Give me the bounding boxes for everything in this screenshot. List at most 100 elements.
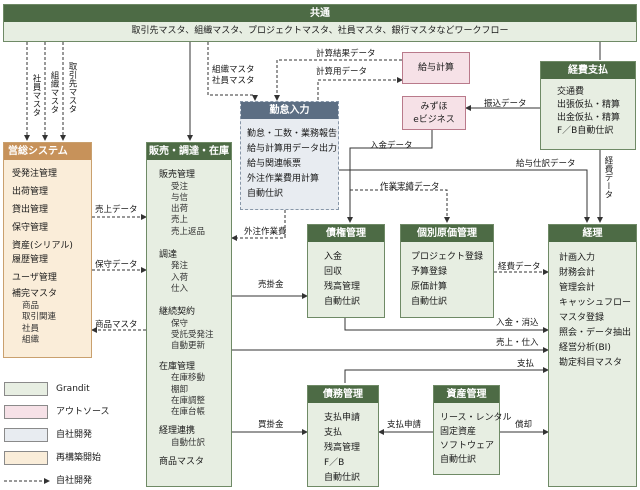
hanbai-group: 在庫管理 xyxy=(159,361,196,372)
genka-title: 個別原価管理 xyxy=(401,225,493,242)
saiken-item: 入金 xyxy=(324,252,343,262)
legend-swatch-grandit xyxy=(4,382,48,396)
hanbai-block: 販売・調達・在庫 販売管理 受注 与信 出荷 売上 売上返品 調達 発注 入荷 … xyxy=(146,142,232,487)
saimu-item: 支払 xyxy=(324,428,343,438)
hanbai-sub: 保守 xyxy=(171,318,189,329)
label-soshiki-shain-1: 組織マスタ xyxy=(212,65,255,75)
hanbai-sub: 受託受発注 xyxy=(171,330,214,341)
legend-dash-arrow-icon xyxy=(4,478,50,484)
soumu-item: 資産(シリアル) xyxy=(12,241,73,251)
hanbai-sub: 在庫移動 xyxy=(171,373,206,384)
saimu-item: F／B xyxy=(324,458,345,468)
genka-item: 原価計算 xyxy=(411,282,448,292)
saimu-block: 債務管理 支払申請 支払 残高管理 F／B 自動仕訳 xyxy=(307,385,379,487)
soumu-item: 履歴管理 xyxy=(12,255,49,265)
genka-item: 自動仕訳 xyxy=(411,297,448,307)
kintai-block: 勤怠入力 勤怠・工数・業務報告 給与計算用データ出力 給与関連帳票 外注作業費用… xyxy=(240,101,339,210)
shisan-item: 固定資産 xyxy=(440,427,477,437)
soumu-subitem: 組織 xyxy=(22,334,40,345)
kyuyo-block: 給与計算 xyxy=(402,52,470,84)
label-nyukin: 入金データ xyxy=(370,141,413,151)
mizuho-block: みずほ eビジネス xyxy=(402,96,466,130)
soumu-subitem: 商品 xyxy=(22,301,40,311)
keihi-item: 出張仮払・精算 xyxy=(557,100,621,110)
saimu-title: 債務管理 xyxy=(308,386,378,403)
keiri-item: キャッシュフロー xyxy=(559,298,632,308)
soumu-item: ユーザ管理 xyxy=(12,273,57,283)
keiri-item: 勘定科目マスタ xyxy=(559,358,623,368)
keihi-item: 出金仮払・精算 xyxy=(557,113,621,123)
saiken-item: 回収 xyxy=(324,267,343,277)
legend-swatch-inhouse xyxy=(4,428,48,442)
keiri-item: 管理会計 xyxy=(559,283,596,293)
kintai-item: 給与計算用データ出力 xyxy=(247,144,338,154)
label-furikomi: 振込データ xyxy=(484,99,527,109)
saimu-item: 支払申請 xyxy=(324,413,361,423)
keiri-item: 経営分析(BI) xyxy=(559,343,611,353)
keihi-item: F／B自動仕訳 xyxy=(557,126,614,136)
common-block: 共通 取引先マスタ、組織マスタ、プロジェクトマスタ、社員マスタ、銀行マスタなどワ… xyxy=(3,4,637,42)
hanbai-sub: 棚卸 xyxy=(171,384,189,395)
shisan-block: 資産管理 リース・レンタル 固定資産 ソフトウェア 自動仕訳 xyxy=(433,385,512,475)
keiri-block: 経理 計画入力 財務会計 管理会計 キャッシュフロー マスタ登録 照会・データ抽… xyxy=(548,224,637,487)
common-subtitle: 取引先マスタ、組織マスタ、プロジェクトマスタ、社員マスタ、銀行マスタなどワークフ… xyxy=(131,26,509,36)
saimu-item: 残高管理 xyxy=(324,443,361,453)
hanbai-sub: 自動仕訳 xyxy=(171,437,206,448)
label-shain-master: 社員マスタ xyxy=(31,74,41,117)
hanbai-sub: 在庫台帳 xyxy=(171,407,206,418)
soumu-item: 保守管理 xyxy=(12,223,49,233)
legend-swatch-rebuild xyxy=(4,451,48,465)
mizuho-line2: eビジネス xyxy=(413,114,455,125)
kintai-item: 外注作業費用計算 xyxy=(247,174,320,184)
shisan-item: ソフトウェア xyxy=(440,441,495,451)
legend-text: Grandit xyxy=(56,384,90,394)
label-kaikake: 買掛金 xyxy=(258,420,284,430)
label-uriage-shire: 売上・仕入 xyxy=(496,338,539,348)
genka-item: プロジェクト登録 xyxy=(411,252,484,262)
legend-text: 再構築開始 xyxy=(56,453,102,463)
legend-swatch-outsource xyxy=(4,405,48,419)
kintai-item: 給与関連帳票 xyxy=(247,159,302,169)
hanbai-sub: 在庫調整 xyxy=(171,395,206,406)
genka-block: 個別原価管理 プロジェクト登録 予算登録 原価計算 自動仕訳 xyxy=(400,224,494,318)
saiken-block: 債権管理 入金 回収 残高管理 自動仕訳 xyxy=(307,224,385,318)
hanbai-group: 商品マスタ xyxy=(159,457,205,468)
hanbai-sub: 出荷 xyxy=(171,204,189,215)
label-shiharai: 支払 xyxy=(517,359,535,369)
hanbai-group: 継続契約 xyxy=(159,307,196,318)
hanbai-group: 販売管理 xyxy=(159,170,196,180)
keiri-item: マスタ登録 xyxy=(559,313,605,323)
shisan-item: リース・レンタル xyxy=(440,413,512,423)
keiri-item: 財務会計 xyxy=(559,268,596,278)
label-soshiki-shain-2: 社員マスタ xyxy=(212,76,255,86)
legend-text: アウトソース xyxy=(56,407,110,417)
kintai-item: 勤怠・工数・業務報告 xyxy=(247,129,338,139)
shisan-item: 自動仕訳 xyxy=(440,455,477,465)
keihi-title: 経費支払 xyxy=(541,62,635,79)
hanbai-sub: 売上返品 xyxy=(171,226,206,237)
label-shiharai-shinsei: 支払申請 xyxy=(387,420,422,430)
hanbai-sub: 受注 xyxy=(171,181,189,192)
kintai-item: 自動仕訳 xyxy=(247,189,284,199)
keiri-item: 計画入力 xyxy=(559,253,596,263)
label-torihiki-master: 取引先マスタ xyxy=(67,62,77,113)
label-sagyou-jisseki: 作業実績データ xyxy=(380,182,440,192)
keihi-item: 交通費 xyxy=(557,87,585,97)
hanbai-group: 調達 xyxy=(159,249,178,260)
saiken-title: 債権管理 xyxy=(308,225,384,242)
label-kyuyo-shiwake: 給与仕訳データ xyxy=(516,159,576,169)
hanbai-group: 経理連携 xyxy=(159,426,196,437)
hanbai-sub: 自動更新 xyxy=(171,341,206,352)
soumu-subitem: 取引関連 xyxy=(22,312,57,323)
legend-text: 自社開発 xyxy=(56,430,93,440)
saimu-item: 自動仕訳 xyxy=(324,473,361,483)
kintai-title: 勤怠入力 xyxy=(241,102,338,119)
label-shokyaku: 償却 xyxy=(515,420,533,430)
soumu-item: 補完マスタ xyxy=(12,289,58,299)
soumu-item: 貸出管理 xyxy=(12,205,49,215)
saiken-item: 残高管理 xyxy=(324,282,361,292)
keiri-item: 照会・データ抽出 xyxy=(559,328,632,338)
hanbai-sub: 入荷 xyxy=(171,272,189,283)
hanbai-title: 販売・調達・在庫 xyxy=(147,143,231,160)
